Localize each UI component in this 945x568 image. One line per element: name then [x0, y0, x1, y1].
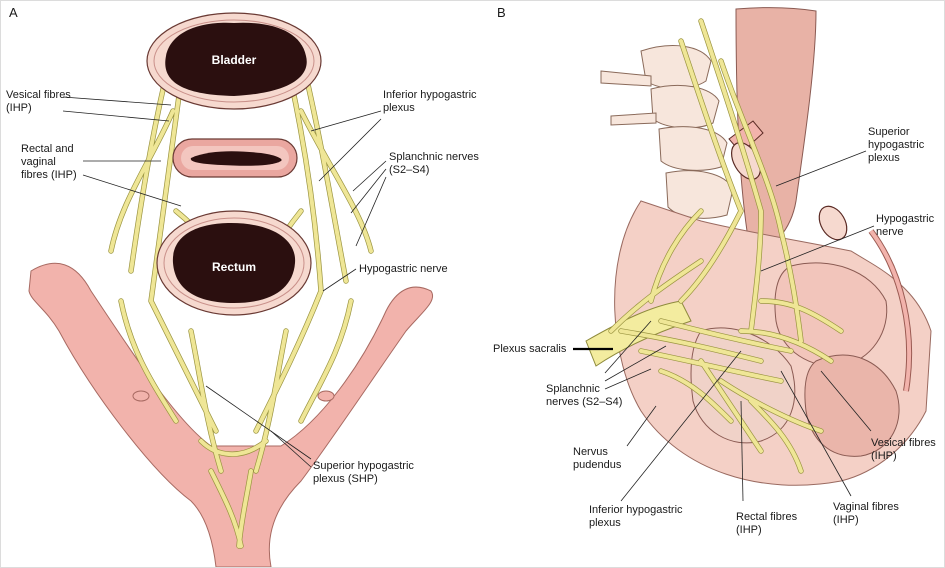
- bladder-label: Bladder: [212, 53, 257, 67]
- label-b-nervus-pudendus: Nervus pudendus: [573, 446, 622, 471]
- leaders-b: [573, 150, 875, 502]
- label-a-inferior-hypogastric: Inferior hypogastric plexus: [383, 89, 477, 114]
- label-b-superior-hypogastric: Superior hypogastric plexus: [868, 126, 925, 164]
- leaders-a: [62, 96, 387, 468]
- label-a-hypogastric-nerve: Hypogastric nerve: [359, 263, 448, 275]
- rectum: Rectum: [156, 210, 312, 316]
- vessel-branch-right: [317, 390, 335, 402]
- panel-a-artwork: Bladder Rectum: [28, 12, 434, 567]
- vessel-lumen-2: [818, 205, 848, 241]
- rectum-b: [690, 327, 796, 444]
- panel-b-letter: B: [497, 5, 506, 20]
- label-b-hypogastric-nerve: Hypogastric nerve: [876, 213, 935, 238]
- label-b-splanchnic: Splanchnic nerves (S2–S4): [546, 383, 623, 408]
- label-b-rectal-fibres: Rectal fibres (IHP): [736, 511, 798, 536]
- rectum-label: Rectum: [212, 260, 256, 274]
- panel-b-artwork: [573, 7, 932, 502]
- label-a-vesical-fibres: Vesical fibres (IHP): [6, 89, 71, 114]
- vessel-branch-left: [132, 390, 150, 402]
- panel-a-letter: A: [9, 5, 18, 20]
- label-b-vaginal-fibres: Vaginal fibres (IHP): [833, 501, 899, 526]
- label-b-inferior-hypogastric: Inferior hypogastric plexus: [589, 504, 683, 529]
- label-b-plexus-sacralis: Plexus sacralis: [493, 343, 567, 355]
- label-b-vesical-fibres: Vesical fibres (IHP): [871, 437, 936, 462]
- label-a-rectal-vaginal: Rectal and vaginal fibres (IHP): [21, 143, 77, 181]
- vagina: [172, 138, 298, 178]
- label-a-superior-hypogastric: Superior hypogastric plexus (SHP): [313, 460, 414, 485]
- label-a-splanchnic: Splanchnic nerves (S2–S4): [389, 151, 479, 176]
- nerve-network-b: [608, 18, 844, 474]
- bladder: Bladder: [146, 12, 322, 110]
